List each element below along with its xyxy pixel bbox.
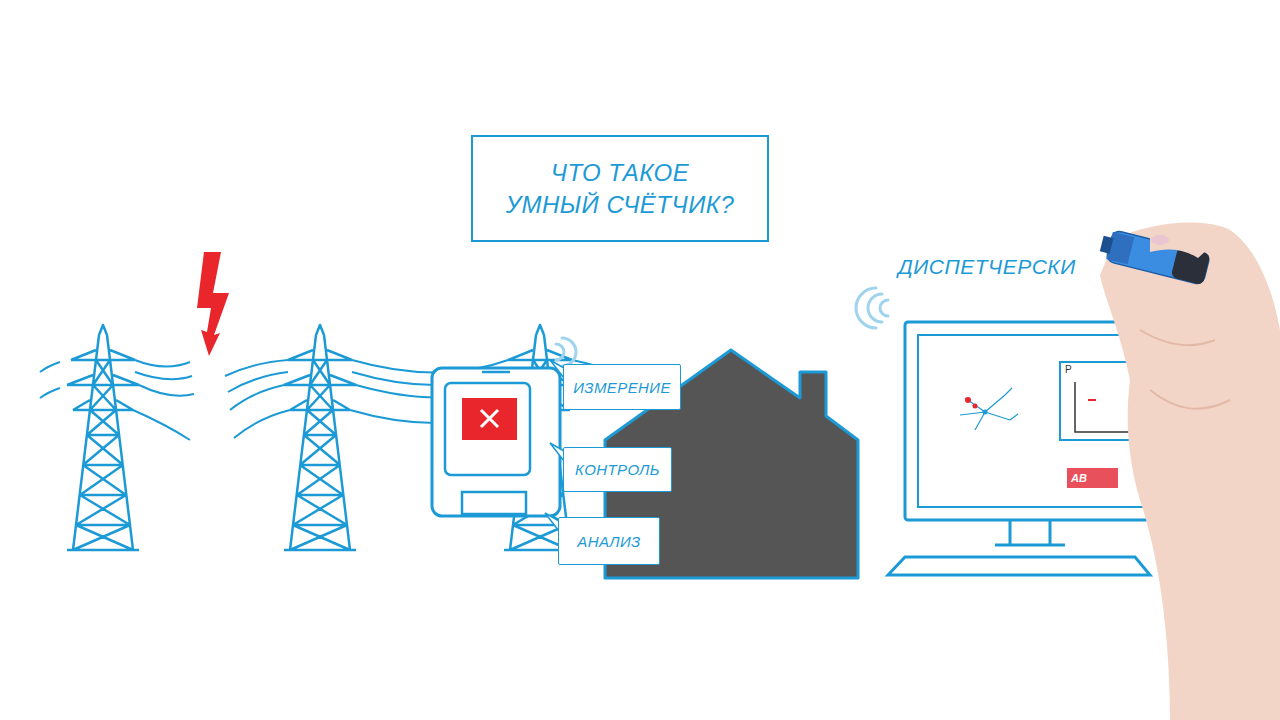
meter-top	[482, 371, 510, 374]
error-screen	[462, 398, 517, 440]
wire	[133, 410, 190, 440]
palm-crease	[1140, 330, 1230, 409]
signal-arc	[868, 294, 882, 322]
network-dot	[983, 410, 988, 415]
signal-arc	[880, 300, 888, 316]
node-label: АНАЛИЗ	[577, 533, 640, 550]
hand-with-marker	[1098, 223, 1280, 720]
node-label: КОНТРОЛЬ	[575, 461, 660, 478]
error-cross	[481, 410, 498, 427]
wire	[40, 388, 60, 398]
wire	[228, 372, 288, 392]
callout-box: КОНТРОЛЬ	[563, 447, 672, 492]
graph-panel: P	[1060, 362, 1150, 440]
monitor-frame	[905, 322, 1160, 520]
power-tower	[67, 325, 139, 550]
network-dot	[973, 404, 978, 409]
wire	[135, 360, 190, 367]
wire	[234, 410, 290, 438]
graph-mark	[1088, 399, 1096, 401]
network-line	[960, 388, 1018, 430]
wire	[40, 362, 60, 372]
node-label: P	[1065, 364, 1072, 375]
wire	[139, 385, 194, 396]
node-label: АВ	[1071, 472, 1087, 484]
meter-display	[445, 383, 530, 475]
callout-tails	[545, 360, 564, 531]
keyboard	[888, 557, 1150, 575]
network-dot	[965, 397, 971, 403]
lightning-bolt	[197, 252, 229, 356]
meter-terminal	[462, 492, 526, 514]
callout-tail	[545, 513, 559, 531]
callout-box: ИЗМЕРЕНИЕ	[563, 364, 681, 410]
signal-arc	[556, 344, 564, 360]
signal-arc	[856, 288, 876, 328]
wire	[230, 385, 284, 410]
marker-tip	[1100, 236, 1114, 254]
screen-heading: ДИСПЕТЧЕРСКИ	[898, 255, 1076, 279]
power-tower	[284, 325, 356, 550]
alarm-bar: АВ	[1067, 468, 1118, 488]
smart-meter	[432, 368, 560, 516]
callout-box: АНАЛИЗ	[558, 517, 660, 565]
dispatcher-screen: ДИСПЕТЧЕРСКИPАВ	[918, 335, 1147, 507]
node-label: ЧТО ТАКОЕ УМНЫЙ СЧЁТЧИК?	[505, 157, 735, 219]
callout-tail	[550, 443, 564, 461]
finger	[1150, 227, 1218, 258]
hand	[1100, 223, 1280, 720]
network-doodle	[960, 388, 1018, 430]
callout-tail	[550, 360, 564, 378]
title-box: ЧТО ТАКОЕ УМНЫЙ СЧЁТЧИК?	[471, 135, 769, 242]
monitor	[888, 322, 1160, 575]
wifi-signal	[856, 288, 888, 328]
meter-body	[432, 368, 560, 516]
wire	[135, 372, 192, 379]
wifi-signal	[556, 338, 576, 366]
fingernail	[1151, 235, 1169, 245]
node-label: ИЗМЕРЕНИЕ	[573, 379, 671, 396]
monitor-stand	[995, 520, 1065, 545]
signal-arc	[562, 338, 576, 366]
